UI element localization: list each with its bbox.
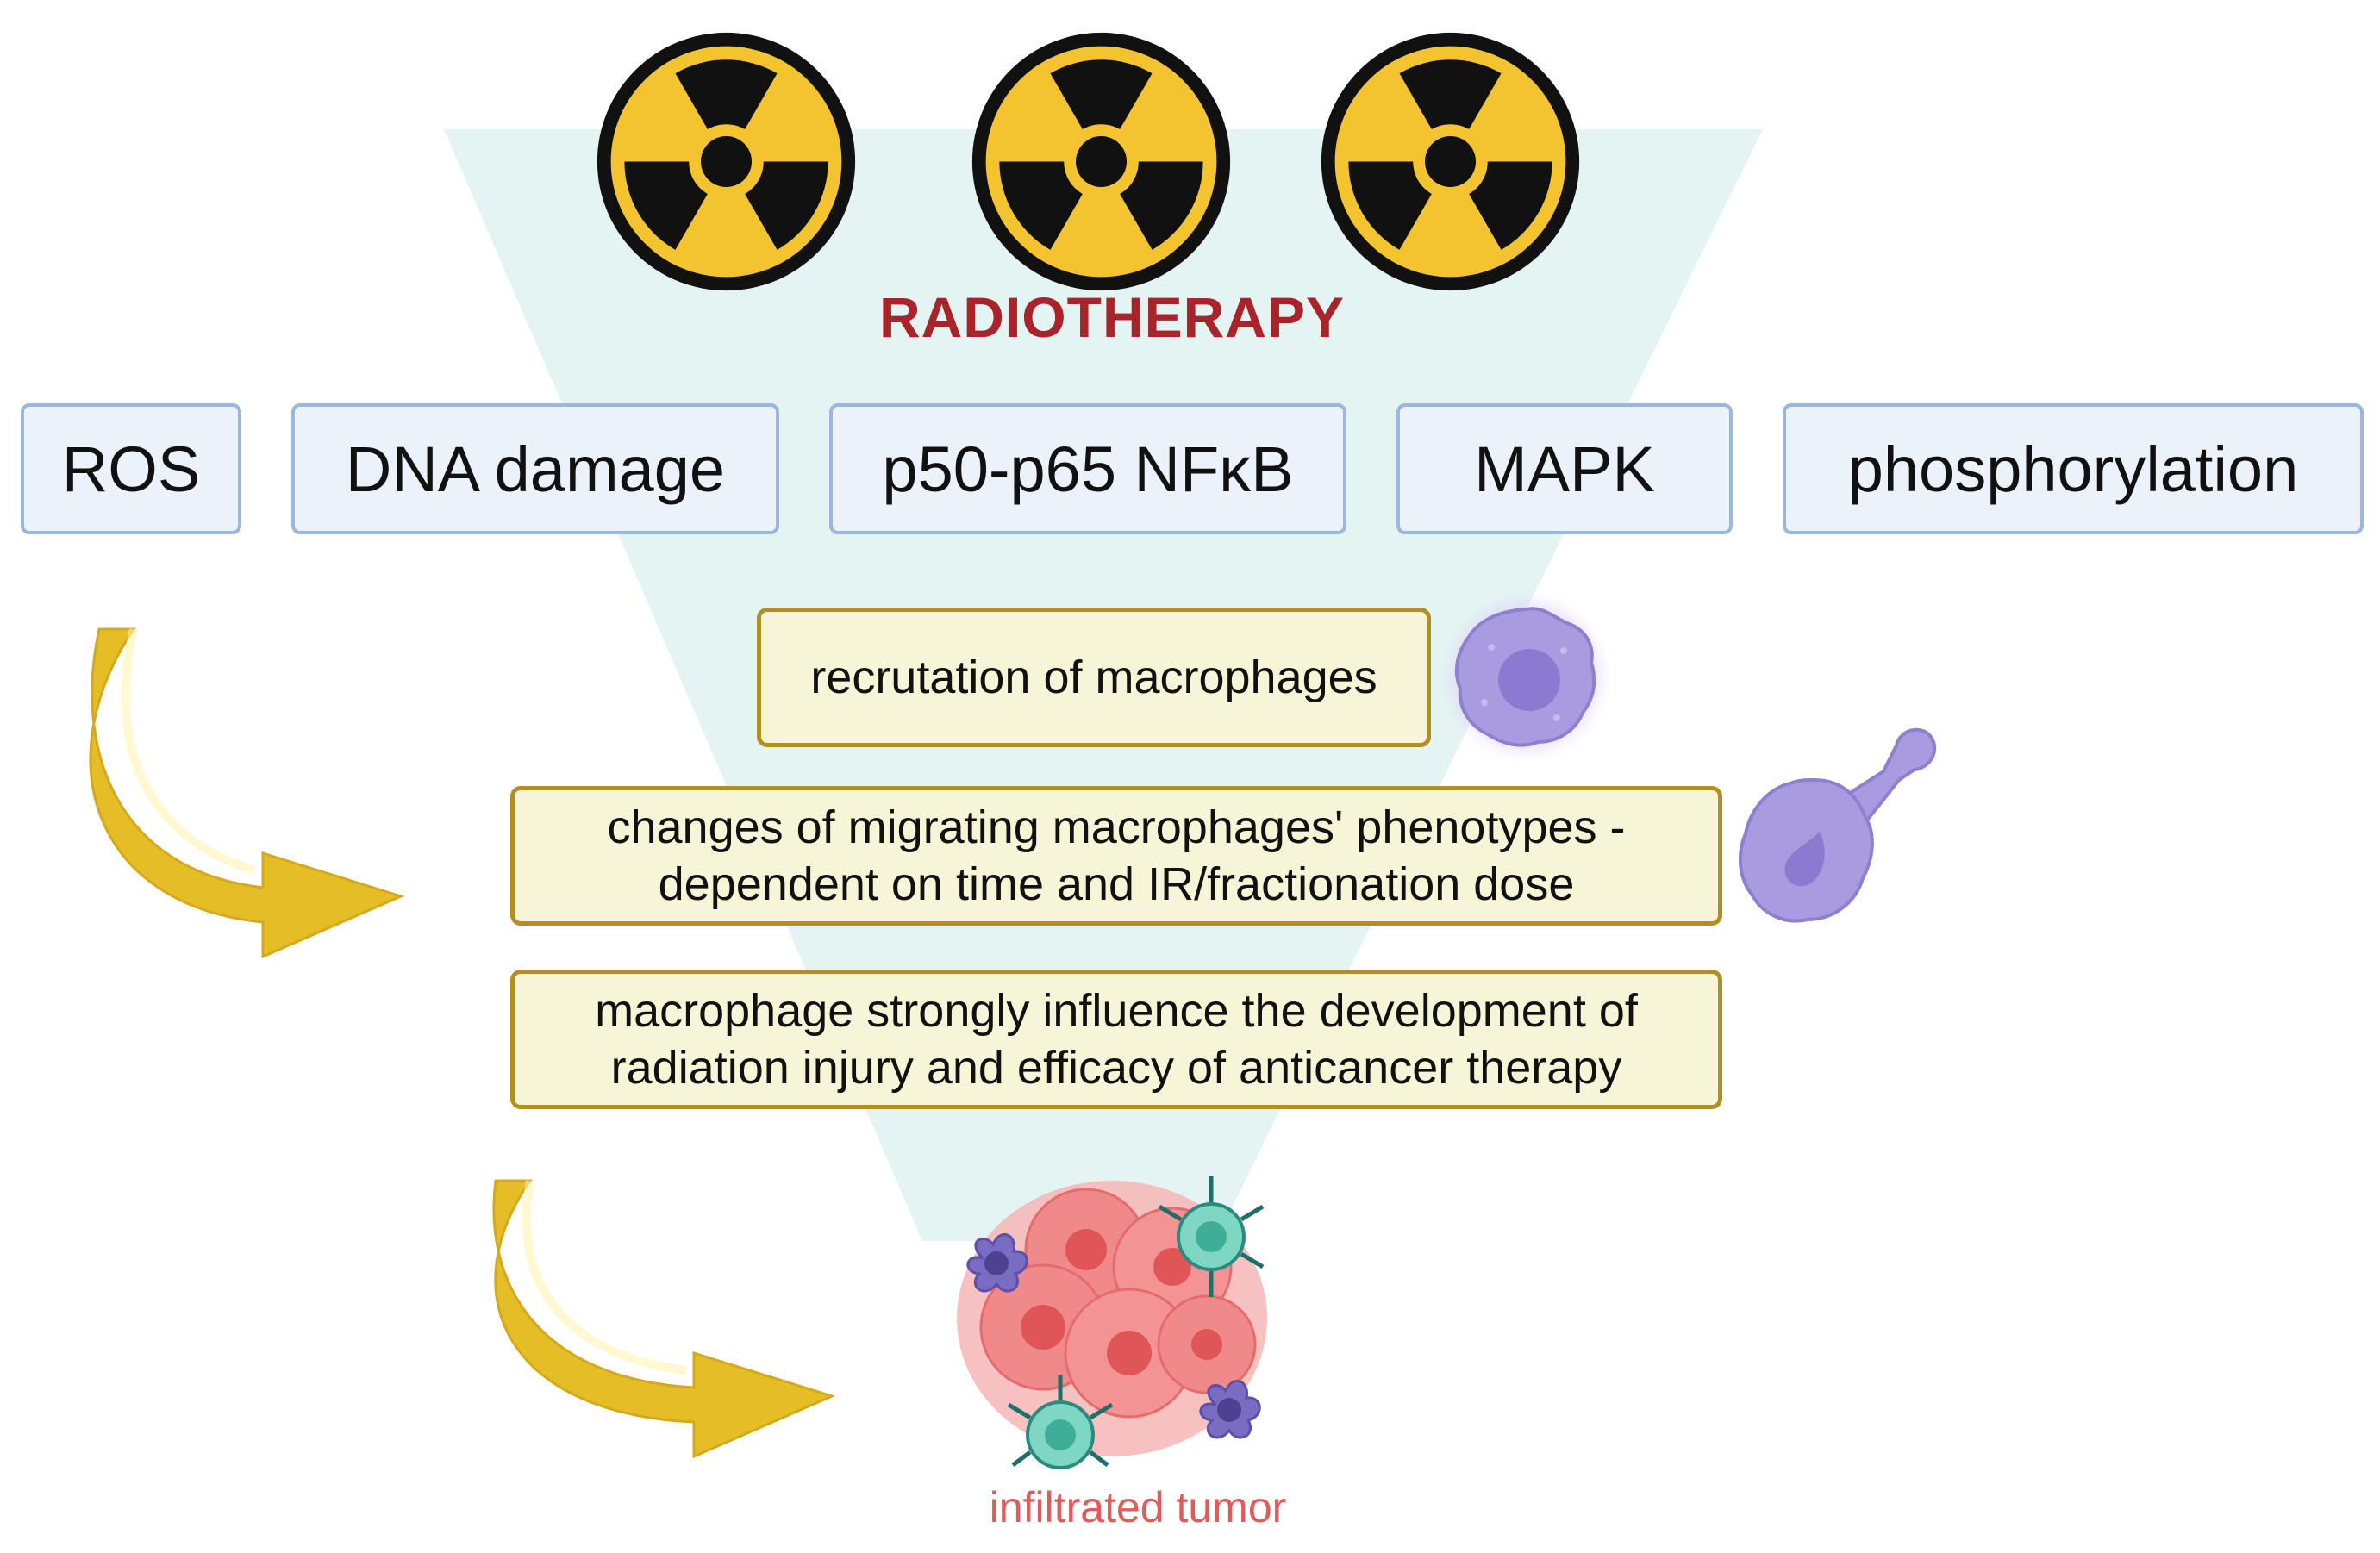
radiation-icon [1321, 32, 1580, 291]
step-recruitment-text: recrutation of macrophages [810, 652, 1377, 703]
tumor-icon [957, 1176, 1267, 1469]
step-influence-line-1: macrophage strongly influence the develo… [595, 985, 1638, 1037]
factor-dna-damage: DNA damage [291, 403, 779, 534]
step-macrophage-recruitment: recrutation of macrophages [757, 608, 1431, 747]
step-phenotype-changes: changes of migrating macrophages' phenot… [510, 786, 1722, 926]
curved-arrow-icon [89, 627, 405, 959]
step-macrophage-influence: macrophage strongly influence the develo… [510, 970, 1722, 1109]
curved-arrow-icon [492, 1179, 836, 1459]
factor-mapk: MAPK [1396, 403, 1733, 534]
factor-ros: ROS [21, 403, 241, 534]
step-phenotype-line-1: changes of migrating macrophages' phenot… [607, 801, 1626, 853]
step-phenotype-line-2: dependent on time and IR/fractionation d… [658, 858, 1575, 910]
radiation-icon [597, 32, 856, 291]
macrophage-icon [1440, 590, 1612, 763]
factor-phosphorylation: phosphorylation [1783, 403, 2364, 534]
radiation-icon [971, 32, 1231, 291]
tumor-label: infiltrated tumor [989, 1483, 1287, 1531]
factor-nfkb: p50-p65 NFκB [829, 403, 1346, 534]
step-influence-line-2: radiation injury and efficacy of antican… [610, 1042, 1622, 1094]
diagram-title: RADIOTHERAPY [878, 285, 1346, 349]
migrating-macrophage-icon [1738, 727, 1937, 923]
